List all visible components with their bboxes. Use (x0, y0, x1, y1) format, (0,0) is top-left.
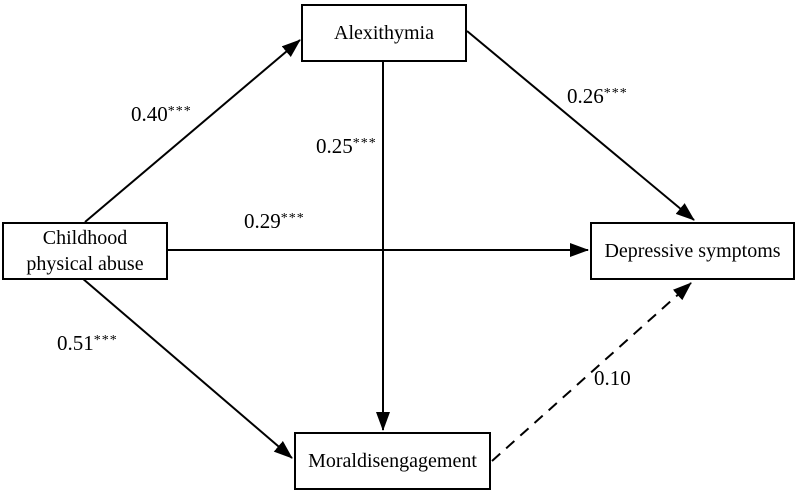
node-moral-disengagement: Moraldisengagement (294, 432, 491, 490)
arrow-alexithymia-to-depressive (466, 30, 695, 221)
node-childhood-physical-abuse-label: Childhood physical abuse (26, 227, 144, 275)
path-label-cpa-moral: 0.51*** (57, 331, 118, 356)
path-label-alexithymia-moral: 0.25*** (316, 134, 377, 159)
coefficient-value: 0.25 (316, 134, 353, 158)
path-label-cpa-depressive: 0.29*** (244, 209, 305, 234)
path-label-cpa-alexithymia: 0.40*** (131, 102, 192, 127)
path-label-moral-depressive: 0.10 (594, 366, 631, 391)
significance-stars: *** (603, 86, 628, 101)
arrow-cpa-to-moral (81, 277, 293, 459)
coefficient-value: 0.26 (567, 84, 604, 108)
arrow-moral-to-depressive-dashed (491, 282, 692, 462)
significance-stars: *** (280, 211, 305, 226)
coefficient-value: 0.10 (594, 366, 631, 390)
node-alexithymia-label: Alexithymia (334, 22, 434, 44)
arrow-cpa-to-alexithymia (84, 39, 301, 223)
node-alexithymia: Alexithymia (301, 4, 467, 62)
significance-stars: *** (167, 104, 192, 119)
node-depressive-symptoms-label: Depressive symptoms (604, 240, 781, 262)
node-depressive-symptoms: Depressive symptoms (590, 222, 795, 280)
coefficient-value: 0.29 (244, 209, 281, 233)
node-childhood-physical-abuse: Childhood physical abuse (2, 222, 168, 280)
coefficient-value: 0.40 (131, 102, 168, 126)
node-moral-disengagement-label: Moraldisengagement (308, 450, 477, 472)
path-label-alexithymia-depressive: 0.26*** (567, 84, 628, 109)
significance-stars: *** (352, 136, 377, 151)
significance-stars: *** (93, 333, 118, 348)
coefficient-value: 0.51 (57, 331, 94, 355)
